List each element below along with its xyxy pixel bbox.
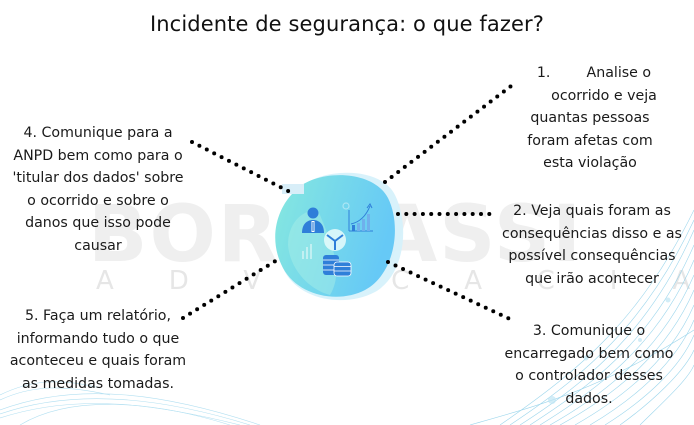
coin-stack-icon <box>323 255 352 277</box>
gear-icon <box>342 202 350 210</box>
step-5: 5. Faça um relatório, informando tudo o … <box>9 308 187 392</box>
split-arrows-icon <box>324 229 346 251</box>
bar-chart-icon <box>302 244 312 259</box>
step-3: 3. Comunique o encarregado bem como o co… <box>504 323 674 407</box>
connector-step-1 <box>383 81 517 184</box>
step-2: 2. Veja quais foram as consequências dis… <box>502 203 682 287</box>
step-1: 1. Analise o ocorrido e veja quantas pes… <box>527 65 657 171</box>
business-person-icon <box>302 207 324 233</box>
connector-step-5 <box>181 258 279 320</box>
step-4: 4. Comunique para a ANPD bem como para o… <box>12 125 184 254</box>
page-title: Incidente de segurança: o que fazer? <box>149 12 545 36</box>
connector-step-4 <box>190 140 292 194</box>
growth-chart-icon <box>348 203 373 232</box>
